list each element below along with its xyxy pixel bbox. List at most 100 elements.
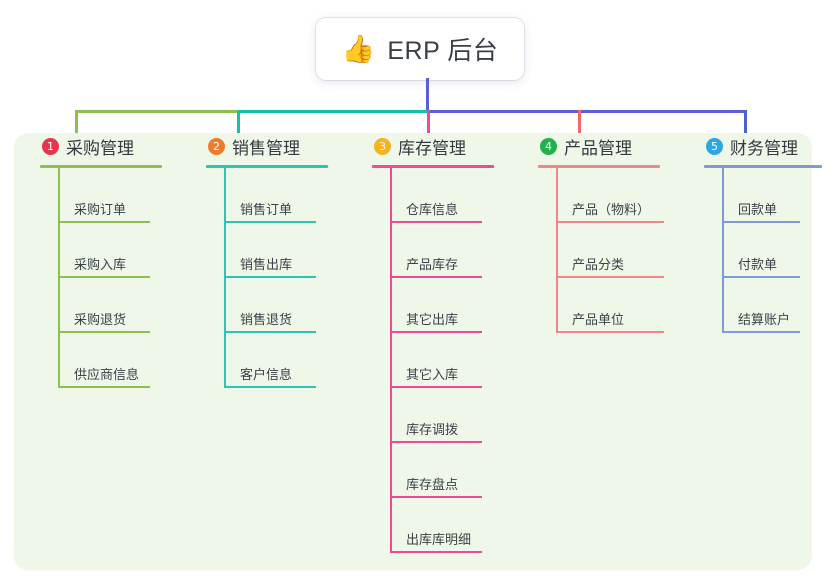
branch-header-finance[interactable]: 5 财务管理 [704, 133, 822, 159]
branch-item-underline [58, 276, 150, 278]
branch-item[interactable]: 其它入库 [390, 333, 494, 388]
branch-item[interactable]: 出库库明细 [390, 498, 494, 553]
branch-item[interactable]: 销售退货 [224, 278, 328, 333]
drop-purchase [75, 110, 78, 134]
branch-item[interactable]: 仓库信息 [390, 168, 494, 223]
branch-item-underline [58, 221, 150, 223]
branch-column-finance: 5 财务管理回款单付款单结算账户 [704, 133, 822, 333]
branch-item-spine [556, 223, 558, 278]
branch-item[interactable]: 产品库存 [390, 223, 494, 278]
branch-item[interactable]: 采购入库 [58, 223, 162, 278]
branch-item-underline [390, 331, 482, 333]
branch-item-label: 销售订单 [240, 202, 293, 217]
branch-item-label: 库存盘点 [406, 477, 459, 492]
branch-items-purchase: 采购订单采购入库采购退货供应商信息 [58, 168, 162, 388]
branch-items-finance: 回款单付款单结算账户 [722, 168, 822, 333]
branch-item-label: 产品（物料） [572, 202, 651, 217]
bus-segment-sales [237, 110, 427, 113]
branch-item-label: 出库库明细 [406, 532, 472, 547]
branch-underline-sales [206, 165, 328, 168]
branch-item-underline [556, 276, 664, 278]
branch-item-spine [722, 278, 724, 333]
branch-item-label: 采购订单 [74, 202, 127, 217]
root-stem-connector [426, 78, 429, 112]
branch-item[interactable]: 其它出库 [390, 278, 494, 333]
branch-item[interactable]: 销售出库 [224, 223, 328, 278]
branch-item[interactable]: 供应商信息 [58, 333, 162, 388]
branch-item-underline [390, 441, 482, 443]
branch-item-spine [224, 223, 226, 278]
branch-item-underline [722, 221, 800, 223]
branch-underline-finance [704, 165, 822, 168]
branch-title-finance: 财务管理 [730, 138, 798, 158]
branch-number-badge-sales: 2 [208, 137, 225, 155]
branch-underline-product [538, 165, 660, 168]
thumbs-up-icon: 👍 [341, 33, 376, 64]
branch-item[interactable]: 产品（物料） [556, 168, 664, 223]
branch-items-sales: 销售订单销售出库销售退货客户信息 [224, 168, 328, 388]
branch-item-underline [722, 276, 800, 278]
branch-item[interactable]: 付款单 [722, 223, 822, 278]
branch-item-label: 库存调拨 [406, 422, 459, 437]
branch-item-underline [224, 276, 316, 278]
branch-item-spine [390, 223, 392, 278]
branch-item[interactable]: 采购退货 [58, 278, 162, 333]
branch-item[interactable]: 库存调拨 [390, 388, 494, 443]
branch-title-product: 产品管理 [564, 138, 632, 158]
branch-item-label: 客户信息 [240, 367, 293, 382]
branch-item-spine [390, 278, 392, 333]
drop-finance [744, 110, 747, 134]
branch-item-label: 其它入库 [406, 367, 459, 382]
branch-item-label: 付款单 [738, 257, 778, 272]
branch-item-spine [224, 333, 226, 388]
branch-item-underline [390, 276, 482, 278]
branch-item[interactable]: 产品单位 [556, 278, 664, 333]
branch-item-label: 销售出库 [240, 257, 293, 272]
branch-underline-inventory [372, 165, 494, 168]
branch-item-label: 采购退货 [74, 312, 127, 327]
branch-title-inventory: 库存管理 [398, 138, 466, 158]
branch-item-underline [58, 331, 150, 333]
branch-item-label: 产品分类 [572, 257, 625, 272]
branch-item-spine [390, 388, 392, 443]
branch-items-inventory: 仓库信息产品库存其它出库其它入库库存调拨库存盘点出库库明细 [390, 168, 494, 553]
branch-item-label: 其它出库 [406, 312, 459, 327]
branch-item[interactable]: 结算账户 [722, 278, 822, 333]
drop-inventory [427, 110, 430, 134]
branch-item-label: 销售退货 [240, 312, 293, 327]
branch-item-label: 仓库信息 [406, 202, 459, 217]
branch-item[interactable]: 采购订单 [58, 168, 162, 223]
branch-item[interactable]: 库存盘点 [390, 443, 494, 498]
branch-item-underline [224, 331, 316, 333]
branch-title-purchase: 采购管理 [66, 138, 134, 158]
branch-item-spine [224, 168, 226, 223]
branch-item[interactable]: 产品分类 [556, 223, 664, 278]
branch-item-spine [58, 278, 60, 333]
root-node-title: ERP 后台 [387, 37, 499, 65]
branch-item[interactable]: 回款单 [722, 168, 822, 223]
branch-item-spine [556, 168, 558, 223]
branch-item[interactable]: 销售订单 [224, 168, 328, 223]
branch-item-label: 产品单位 [572, 312, 625, 327]
branch-item-spine [390, 443, 392, 498]
root-node[interactable]: 👍 ERP 后台 [316, 18, 524, 80]
branch-item-underline [390, 221, 482, 223]
branch-item-underline [556, 221, 664, 223]
branch-number-badge-finance: 5 [706, 137, 723, 155]
drop-product [578, 110, 581, 134]
branch-item-spine [58, 223, 60, 278]
branch-item-label: 供应商信息 [74, 367, 140, 382]
drop-sales [237, 110, 240, 134]
branch-item-underline [58, 386, 150, 388]
bus-segment-purchase [75, 110, 237, 113]
branch-item-underline [224, 221, 316, 223]
branch-item[interactable]: 客户信息 [224, 333, 328, 388]
